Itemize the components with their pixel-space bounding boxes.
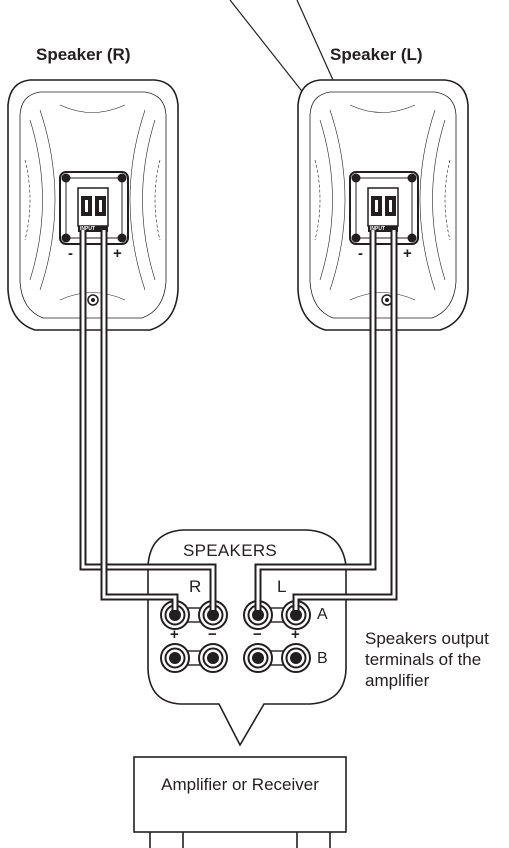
terminal-a-r-plus: [160, 600, 190, 630]
amp-r-plus-label: +: [170, 626, 179, 643]
terminal-b-r-plus: [160, 643, 190, 673]
amp-panel-left-channel: L: [277, 577, 287, 596]
speaker-cables: [79, 230, 398, 610]
amp-row-b-label: B: [317, 650, 328, 667]
speaker-right: [7, 79, 179, 331]
amplifier-box: [133, 756, 347, 833]
speaker-left-title: Speaker (L): [330, 45, 423, 64]
speaker-right-title: Speaker (R): [36, 45, 131, 64]
amplifier-label: Amplifier or Receiver: [161, 775, 319, 794]
terminal-a-l-plus: [281, 600, 311, 630]
amp-terminals-note: Speakers output terminals of the amplifi…: [365, 629, 489, 690]
amp-panel-title: SPEAKERS: [183, 541, 278, 560]
terminal-b-l-plus: [281, 643, 311, 673]
amplifier-feet: [149, 832, 331, 848]
amp-panel-right-channel: R: [189, 577, 202, 596]
amp-row-a-label: A: [317, 606, 328, 623]
amp-l-plus-label: +: [291, 626, 300, 643]
amp-terminal-panel: [147, 529, 347, 747]
speaker-right-minus-label: -: [68, 245, 73, 262]
speaker-right-terminal-text: INPUT: [80, 226, 95, 232]
amp-l-minus-label: −: [253, 626, 262, 643]
speaker-left-plus-label: +: [403, 245, 412, 262]
terminal-b-l-minus: [243, 643, 273, 673]
speaker-left: [297, 79, 469, 331]
speaker-left-terminal-text: INPUT: [370, 226, 385, 232]
amp-terminals: [160, 600, 311, 673]
speaker-left-minus-label: -: [358, 245, 363, 262]
amp-r-minus-label: −: [208, 626, 217, 643]
speaker-right-plus-label: +: [113, 245, 122, 262]
terminal-b-r-minus: [198, 643, 228, 673]
